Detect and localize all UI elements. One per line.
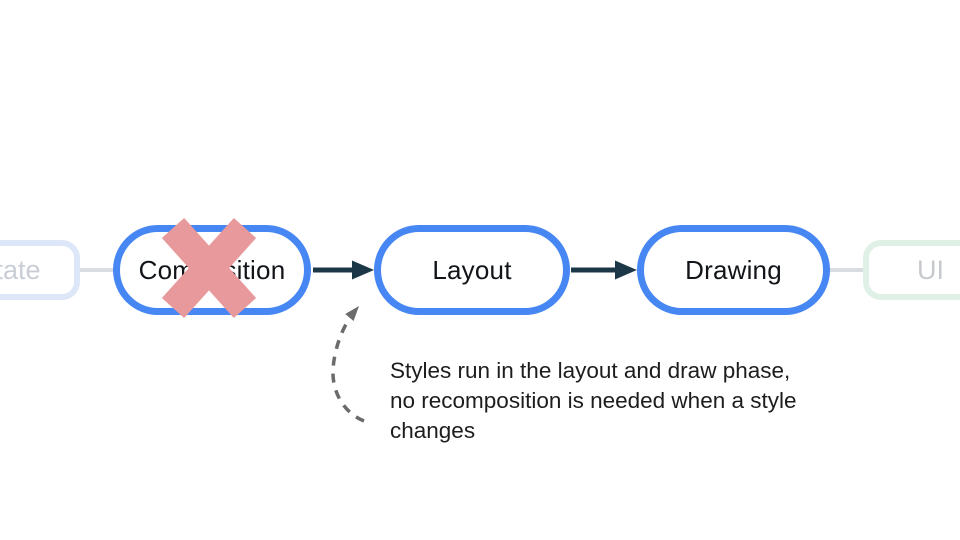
arrow-layout-to-drawing [571,260,637,280]
arrow-composition-to-layout [313,260,374,280]
node-drawing-label: Drawing [685,254,782,285]
annotation-line: changes [390,418,476,443]
node-composition-label: Composition [138,254,286,285]
node-state: State [0,240,80,300]
annotation-text: Styles run in the layout and draw phase,… [390,356,797,446]
node-ui-label: UI [917,254,944,285]
node-ui: UI [863,240,960,300]
node-drawing: Drawing [637,225,830,315]
annotation-line: no recomposition is needed when a style [390,388,797,413]
node-layout-label: Layout [432,254,512,285]
node-layout: Layout [374,225,570,315]
dashed-callout-arrow-icon [331,306,365,423]
annotation-line: Styles run in the layout and draw phase, [390,358,791,383]
node-state-label: State [0,254,41,285]
node-composition: Composition [113,225,311,315]
